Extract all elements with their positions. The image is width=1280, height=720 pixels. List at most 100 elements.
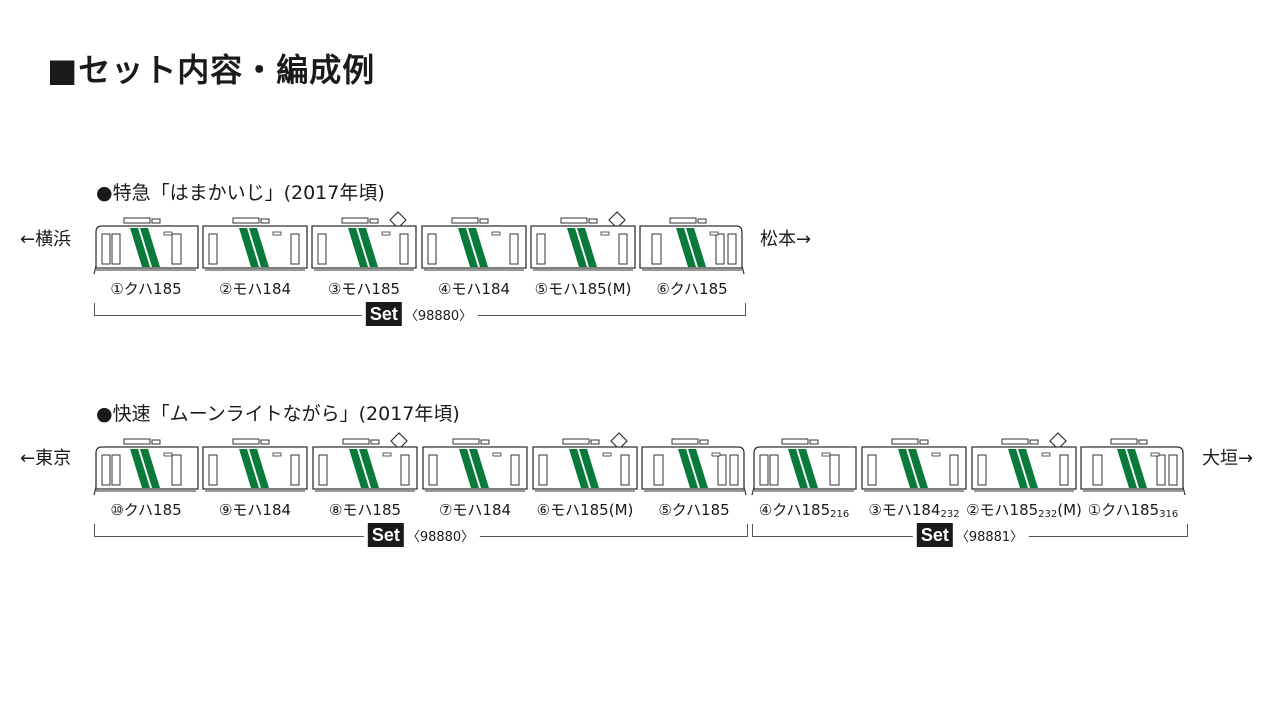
roof-vent	[809, 439, 819, 445]
roof-equipment	[341, 217, 369, 224]
green-stripe	[1127, 449, 1147, 488]
pantograph-icon	[389, 211, 407, 229]
set-tag: Set 〈98880〉	[361, 302, 479, 326]
motor-mark: (M)	[608, 501, 634, 519]
door	[867, 454, 877, 486]
cab-window	[727, 233, 737, 265]
railcar	[532, 432, 638, 493]
roof-vent	[590, 439, 600, 445]
marker-light	[931, 452, 941, 457]
railcar	[861, 437, 967, 493]
door	[317, 233, 327, 265]
green-stripe	[130, 449, 150, 488]
railcar	[530, 211, 636, 272]
marker-light	[602, 452, 612, 457]
car-name: ④クハ185	[758, 501, 831, 519]
roof-equipment	[452, 438, 480, 445]
railcar	[641, 437, 747, 496]
motor-mark: (M)	[606, 280, 632, 298]
car-label: ④クハ185216	[759, 501, 849, 522]
green-stripe	[1018, 449, 1038, 488]
roof-vent	[480, 439, 490, 445]
marker-light	[272, 231, 282, 236]
marker-light	[600, 231, 610, 236]
direction-right-label: 松本→	[760, 229, 812, 250]
roof-equipment	[669, 217, 697, 224]
car-label: ②モハ185232(M)	[966, 501, 1082, 522]
green-stripe	[249, 449, 269, 488]
page-title: ■セット内容・編成例	[47, 51, 376, 89]
car-name: ⑥クハ185	[656, 280, 728, 298]
railcar	[421, 216, 527, 272]
marker-light	[821, 452, 831, 457]
green-stripe	[348, 228, 368, 267]
coupler	[741, 265, 745, 275]
marker-light	[1150, 452, 1160, 457]
green-stripe	[579, 449, 599, 488]
roof-vent	[588, 218, 598, 224]
door	[427, 233, 437, 265]
coupler	[1182, 486, 1186, 496]
railcar	[202, 216, 308, 272]
railcar	[751, 437, 857, 496]
railcar	[202, 437, 308, 493]
car-label: ⑦モハ184	[439, 501, 511, 519]
door	[536, 233, 546, 265]
roof-equipment	[1110, 438, 1138, 445]
door	[400, 454, 410, 486]
green-stripe	[676, 228, 696, 267]
railcar-drawing	[861, 438, 967, 492]
car-label: ⑧モハ185	[329, 501, 401, 519]
roof-equipment	[451, 217, 479, 224]
door	[509, 233, 519, 265]
door	[510, 454, 520, 486]
coupler	[93, 265, 97, 275]
marker-light	[1041, 452, 1051, 457]
railcar-drawing	[641, 438, 747, 496]
car-label: ⑤クハ185	[658, 501, 729, 519]
car-label: ③モハ184232	[868, 501, 959, 522]
set-badge: Set	[367, 523, 404, 547]
door	[290, 233, 300, 265]
marker-light	[382, 452, 392, 457]
set-tag: Set 〈98880〉	[363, 523, 481, 547]
roof-vent	[369, 218, 379, 224]
railcar-drawing	[311, 211, 417, 271]
pantograph-icon	[390, 432, 408, 450]
marker-light	[711, 452, 721, 457]
railcar-drawing	[1080, 438, 1186, 496]
green-stripe	[458, 228, 478, 267]
car-name: ④モハ184	[437, 280, 511, 298]
roof-equipment	[671, 438, 699, 445]
direction-left-label: ←横浜	[20, 229, 72, 250]
coupler	[743, 486, 747, 496]
door	[715, 233, 725, 265]
car-label: ③モハ185	[328, 280, 400, 298]
formation-heading: ●特急「はまかいじ」(2017年頃)	[96, 182, 385, 204]
green-stripe	[140, 449, 160, 488]
green-stripe	[459, 449, 479, 488]
pantograph-icon	[608, 211, 626, 229]
car-name: ⑤モハ185	[534, 280, 607, 298]
door	[651, 233, 662, 265]
roof-equipment	[560, 217, 588, 224]
roof-equipment	[562, 438, 590, 445]
railcar-drawing	[530, 211, 636, 271]
set-badge: Set	[916, 523, 953, 547]
marker-light	[709, 231, 719, 236]
roof-vent	[260, 439, 270, 445]
green-stripe	[908, 449, 928, 488]
roof-equipment	[891, 438, 919, 445]
green-stripe	[140, 228, 160, 267]
cab-window	[759, 454, 769, 486]
door	[171, 233, 182, 265]
car-label: ⑨モハ184	[219, 501, 291, 519]
green-stripe	[239, 228, 259, 267]
roof-equipment	[781, 438, 809, 445]
roof-vent	[1138, 439, 1148, 445]
railcar-drawing	[639, 217, 745, 275]
car-number: 216	[830, 509, 850, 520]
cab-window	[101, 233, 111, 265]
green-stripe	[788, 449, 808, 488]
railcar	[93, 216, 199, 275]
